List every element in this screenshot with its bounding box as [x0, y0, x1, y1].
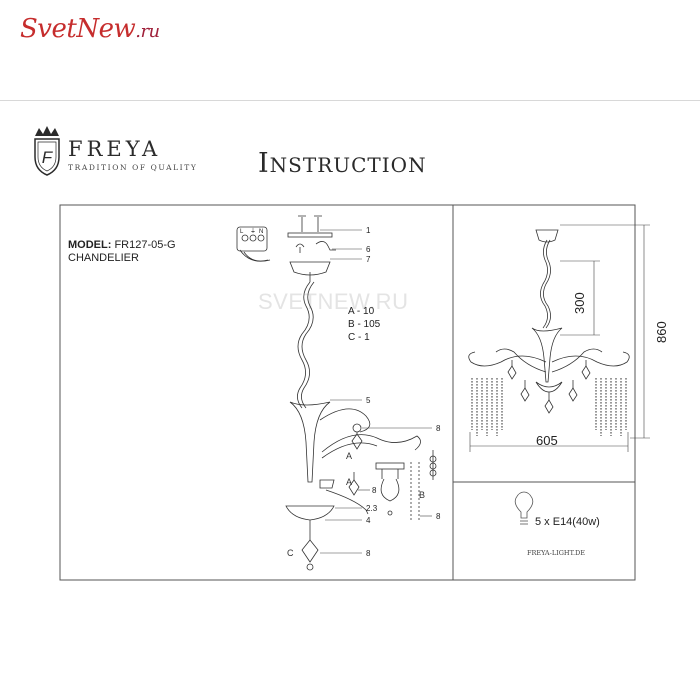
- lightbulb-icon: [514, 491, 534, 525]
- count-c: C - 1: [348, 332, 370, 343]
- letter-b: B: [419, 490, 425, 500]
- callout-2-3: 2.3: [366, 504, 378, 513]
- model-code: FR127-05-G: [114, 239, 176, 251]
- product-type: CHANDELIER: [68, 252, 139, 264]
- callout-8-bottom: 8: [366, 549, 371, 558]
- wire-label-n: N: [259, 229, 263, 235]
- model-label: MODEL:: [68, 239, 112, 251]
- exploded-view: [236, 215, 437, 571]
- callout-5: 5: [366, 396, 371, 405]
- callout-8-bead: 8: [436, 512, 441, 521]
- wire-label-earth: ⏚: [250, 228, 256, 235]
- site-logo-name: SvetNew: [20, 14, 136, 44]
- title-initial: I: [258, 148, 270, 179]
- bulb-spec: 5 x E14(40w): [535, 516, 600, 528]
- brand-name: FREYA: [68, 137, 162, 161]
- outer-frame: [59, 204, 636, 581]
- dim-chain-300: 300: [572, 292, 587, 314]
- wire-label-l: L: [240, 229, 244, 235]
- brand-tagline: TRADITION OF QUALITY: [68, 163, 198, 172]
- dim-width-605: 605: [536, 433, 558, 448]
- leader-lines: [320, 229, 432, 554]
- bead-curtain-left: [471, 378, 503, 436]
- site-logo: SvetNew.ru: [20, 14, 160, 44]
- sheet-top-rule: [0, 100, 700, 101]
- callout-8-upper: 8: [436, 424, 441, 433]
- document-title: INSTRUCTION: [258, 148, 427, 179]
- count-b: B - 105: [348, 319, 381, 330]
- callout-8-mid: 8: [372, 486, 377, 495]
- freya-crest-icon: F: [34, 126, 60, 176]
- bead-curtain-right: [595, 378, 627, 436]
- callout-6: 6: [366, 245, 371, 254]
- site-logo-tld: .ru: [135, 21, 160, 42]
- letter-a-lower: A: [346, 477, 352, 487]
- callout-4: 4: [366, 516, 371, 525]
- dim-height-860: 860: [654, 321, 669, 343]
- letter-c: C: [287, 548, 294, 558]
- crest-monogram: F: [42, 148, 54, 167]
- website-url: FREYA-LIGHT.DE: [527, 549, 585, 557]
- watermark: SVETNEW.RU: [258, 289, 409, 314]
- count-a: A - 10: [348, 306, 375, 317]
- callout-7: 7: [366, 255, 371, 264]
- callout-1: 1: [366, 226, 371, 235]
- assembled-view: [468, 229, 630, 414]
- title-rest: NSTRUCTION: [269, 153, 427, 177]
- letter-a-upper: A: [346, 451, 352, 461]
- model-line: MODEL: FR127-05-G: [68, 239, 176, 251]
- dimension-lines: [469, 224, 650, 452]
